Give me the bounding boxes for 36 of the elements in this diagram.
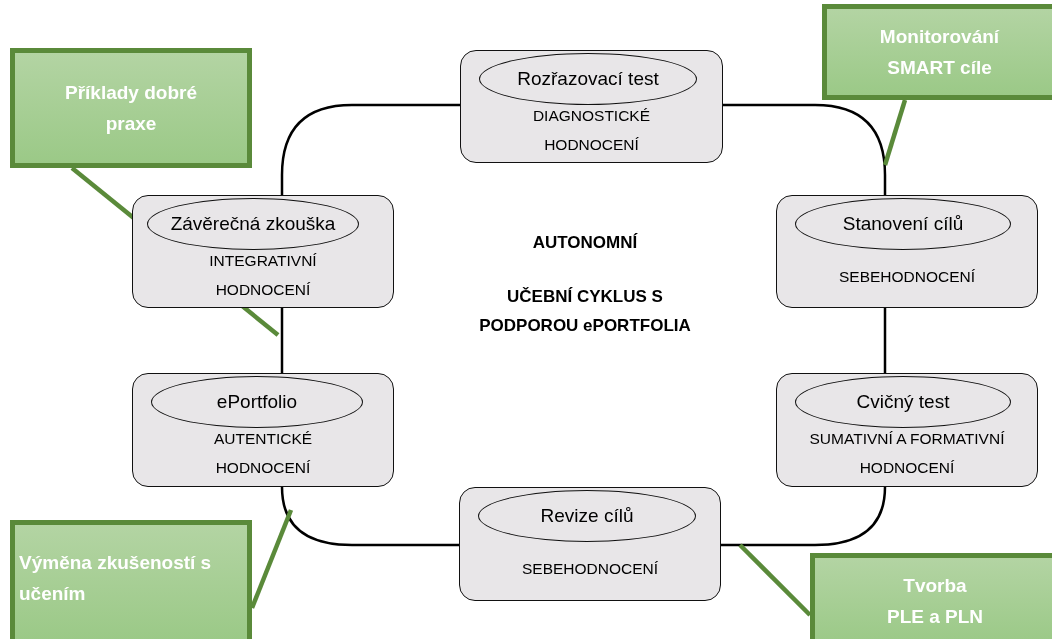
assessment-type: SEBEHODNOCENÍ xyxy=(837,267,977,287)
stage-box xyxy=(132,373,394,487)
cycle-connector xyxy=(883,308,887,373)
stage-box xyxy=(459,487,721,601)
stage-box xyxy=(776,195,1038,308)
leader-line xyxy=(882,99,908,166)
stage-title: Stanovení cílů xyxy=(842,213,964,235)
callout-text: Příklady dobré praxe xyxy=(64,81,198,136)
center-title: AUTONOMNÍ xyxy=(531,232,639,254)
assessment-type: SEBEHODNOCENÍ xyxy=(520,559,660,579)
cycle-connector xyxy=(280,103,460,195)
stage-title: Cvičný test xyxy=(856,391,950,413)
stage-title: ePortfolio xyxy=(216,391,298,413)
stage-box xyxy=(776,373,1038,487)
cycle-connector xyxy=(280,308,284,373)
callout-box xyxy=(822,4,1052,100)
stage-box xyxy=(460,50,723,163)
callout-text: Tvorba PLE a PLN xyxy=(885,573,985,629)
callout-box xyxy=(10,520,252,639)
center-title: UČEBNÍ CYKLUS S PODPOROU ePORTFOLIA xyxy=(478,286,692,337)
assessment-type: AUTENTICKÉ HODNOCENÍ xyxy=(212,429,314,478)
stage-title: Závěrečná zkouška xyxy=(170,213,336,235)
callout-text: Monitorování SMART cíle xyxy=(878,25,1001,80)
cycle-connector xyxy=(280,485,459,547)
assessment-type: DIAGNOSTICKÉ HODNOCENÍ xyxy=(531,106,652,155)
callout-box xyxy=(810,553,1052,639)
assessment-type: SUMATIVNÍ A FORMATIVNÍ HODNOCENÍ xyxy=(808,429,1006,478)
stage-title: Rozřazovací test xyxy=(517,68,659,90)
callout-text: Výměna zkušeností s učením xyxy=(19,551,213,606)
leader-line xyxy=(738,543,812,617)
cycle-connector xyxy=(721,485,887,547)
stage-title: Revize cílů xyxy=(540,505,634,527)
stage-box xyxy=(132,195,394,308)
assessment-type: INTEGRATIVNÍ HODNOCENÍ xyxy=(208,251,318,300)
cycle-connector xyxy=(723,103,887,195)
callout-box xyxy=(10,48,252,168)
